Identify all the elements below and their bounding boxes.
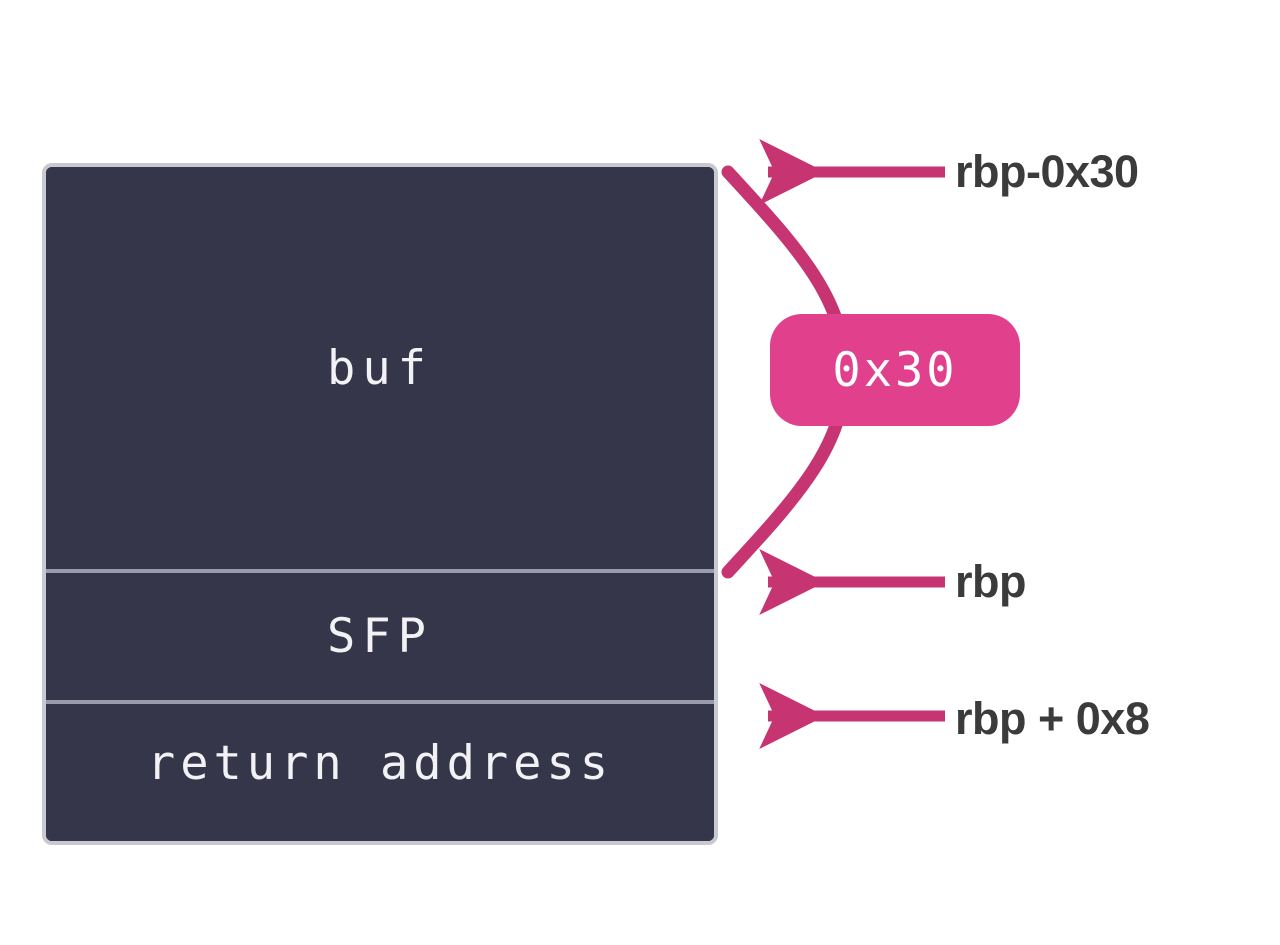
stack-frame-box: buf SFP return address bbox=[42, 163, 718, 845]
pointer-label-rbp-plus-0x8: rbp + 0x8 bbox=[955, 693, 1150, 744]
stack-cell-sfp-label: SFP bbox=[327, 609, 433, 664]
stack-cell-buf: buf bbox=[46, 167, 714, 573]
size-badge: 0x30 bbox=[770, 314, 1020, 426]
stack-cell-sfp: SFP bbox=[46, 573, 714, 704]
size-badge-label: 0x30 bbox=[832, 342, 958, 398]
stack-cell-buf-label: buf bbox=[327, 340, 433, 396]
pointer-label-rbp: rbp bbox=[955, 556, 1027, 607]
pointer-label-rbp-minus-0x30: rbp-0x30 bbox=[955, 146, 1139, 197]
stack-cell-return-address-label: return address bbox=[146, 736, 614, 791]
stack-cell-return-address: return address bbox=[46, 704, 714, 841]
